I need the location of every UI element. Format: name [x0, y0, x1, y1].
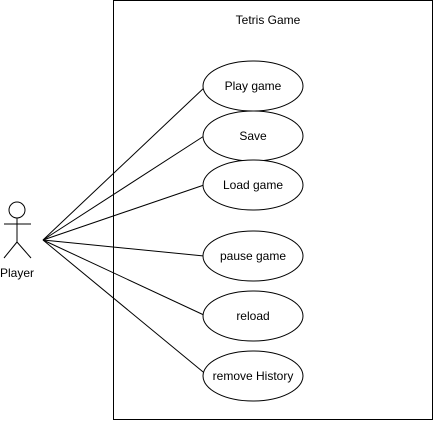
use-case-label: Save	[239, 129, 267, 143]
use-case-pause-game: pause game	[202, 230, 304, 282]
use-case-load-game: Load game	[202, 159, 304, 211]
actor-left-leg	[3, 241, 18, 259]
system-title: Tetris Game	[236, 13, 301, 27]
association-reload	[42, 239, 207, 317]
use-case-label: remove History	[213, 369, 294, 383]
association-play-game	[42, 85, 207, 241]
use-case-label: Load game	[223, 178, 283, 192]
use-case-ellipse	[202, 290, 304, 342]
use-case-ellipse	[202, 230, 304, 282]
use-case-reload: reload	[202, 290, 304, 342]
use-case-label: Play game	[225, 79, 282, 93]
actor-head-icon	[8, 201, 26, 219]
actor-label: Player	[0, 266, 34, 280]
actor-right-leg	[16, 241, 32, 259]
association-save	[42, 135, 205, 241]
association-pause-game	[42, 239, 205, 257]
association-load-game	[42, 184, 205, 241]
use-case-save: Save	[202, 110, 304, 162]
use-case-ellipse	[202, 159, 304, 211]
use-case-label: reload	[236, 309, 269, 323]
use-case-remove-history: remove History	[202, 350, 304, 402]
association-remove-history	[42, 239, 209, 377]
use-case-ellipse	[202, 350, 304, 402]
use-case-label: pause game	[220, 249, 286, 263]
actor-player: Player	[0, 201, 34, 280]
associations	[42, 85, 209, 377]
use-case-play-game: Play game	[202, 60, 304, 112]
